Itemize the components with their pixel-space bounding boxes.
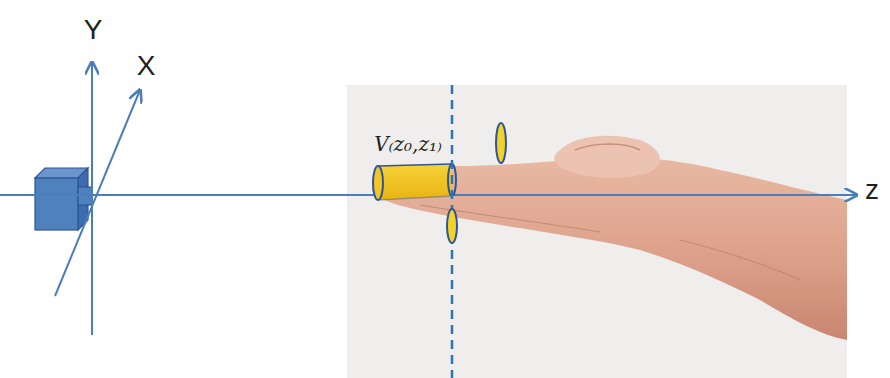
volume-cone (378, 164, 452, 200)
camera-symbol (35, 168, 92, 230)
axis-label: X (137, 52, 156, 80)
cone-end (373, 166, 383, 200)
hand-photo (372, 136, 847, 340)
x-axis (55, 90, 140, 296)
sample-ellipse (496, 123, 506, 163)
sample-ellipse (447, 209, 457, 243)
y-axis (91, 62, 93, 335)
axis-label: Y (84, 16, 103, 44)
volume-label: V₍z₀,z₁₎ (374, 134, 442, 154)
axis-label: z (865, 176, 879, 204)
photo-background (347, 85, 847, 378)
